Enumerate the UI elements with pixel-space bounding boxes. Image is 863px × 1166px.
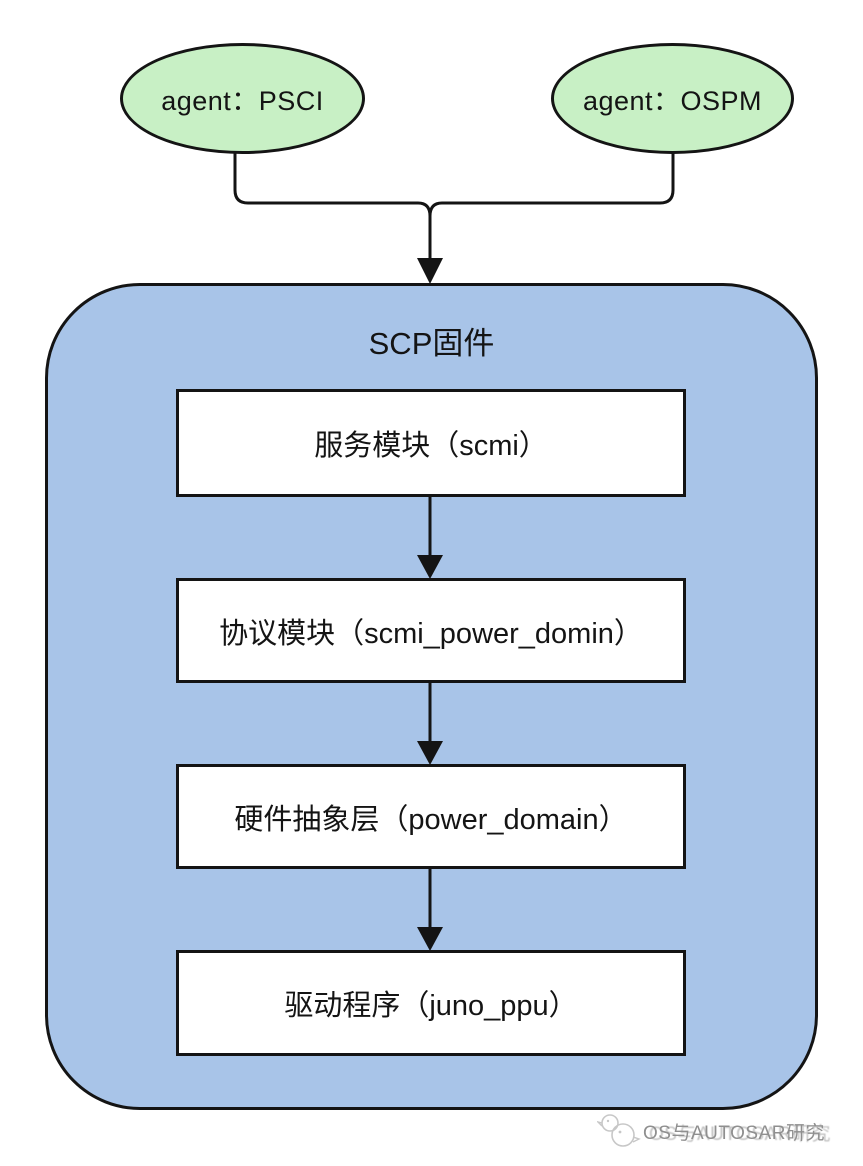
agent-psci-node: agent：PSCI bbox=[120, 43, 365, 154]
connector-ospm-line bbox=[428, 152, 675, 217]
layer-hardware-abstraction: 硬件抽象层（power_domain） bbox=[176, 764, 686, 869]
scp-firmware-title: SCP固件 bbox=[368, 326, 495, 361]
agent-psci-label: agent：PSCI bbox=[161, 86, 324, 116]
layer-service-module-label: 服务模块（scmi） bbox=[314, 430, 548, 462]
arrowhead-into-container bbox=[417, 258, 443, 284]
layer-driver-label: 驱动程序（juno_ppu） bbox=[284, 990, 578, 1022]
connector-psci-line bbox=[233, 152, 432, 262]
agent-ospm-node: agent：OSPM bbox=[551, 43, 794, 154]
layer-protocol-module: 协议模块（scmi_power_domin） bbox=[176, 578, 686, 683]
layer-protocol-module-label: 协议模块（scmi_power_domin） bbox=[219, 617, 643, 650]
watermark-text: OS与AUTOSAR研究 bbox=[643, 1123, 825, 1144]
agent-ospm-label: agent：OSPM bbox=[582, 86, 763, 116]
layer-driver: 驱动程序（juno_ppu） bbox=[176, 950, 686, 1056]
layer-hardware-abstraction-label: 硬件抽象层（power_domain） bbox=[234, 803, 628, 836]
watermark-text-overlap: OS与AUTOSAR研究 bbox=[649, 1124, 831, 1145]
layer-service-module: 服务模块（scmi） bbox=[176, 389, 686, 497]
mascot-logo-icon bbox=[597, 1114, 641, 1147]
watermark: OS与AUTOSAR研究 OS与AUTOSAR研究 bbox=[597, 1106, 863, 1161]
